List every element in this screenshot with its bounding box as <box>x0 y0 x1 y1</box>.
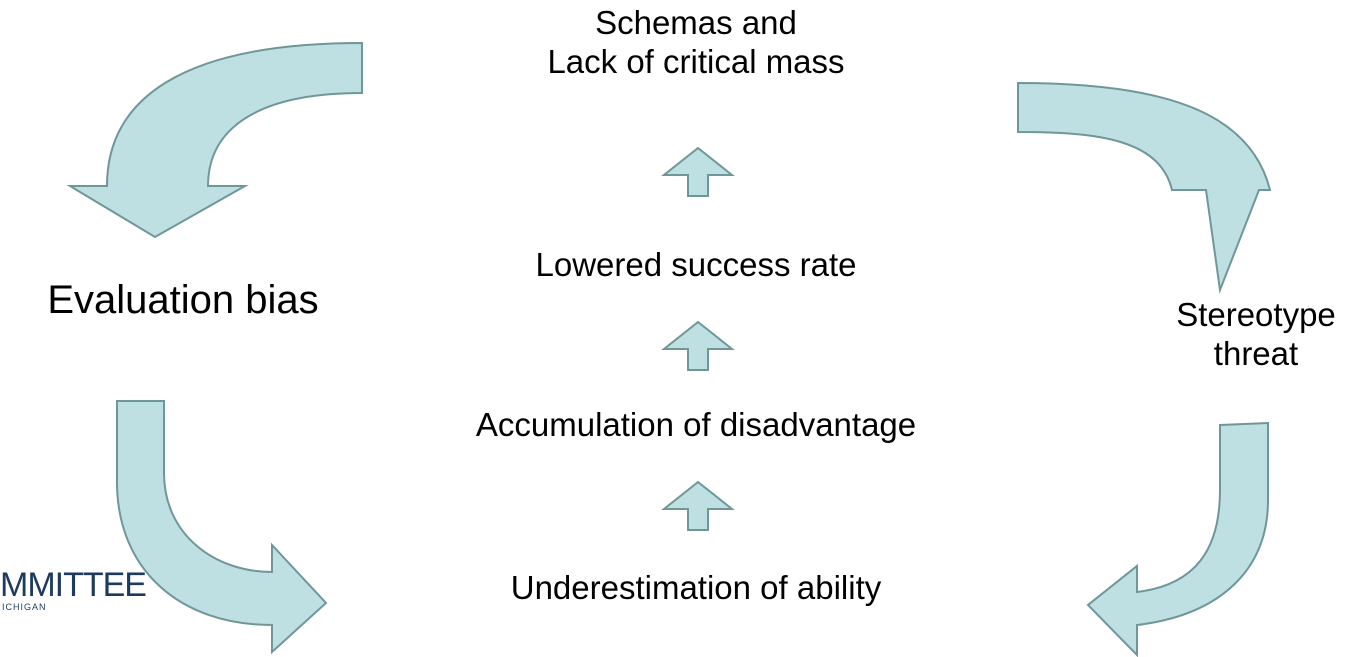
logo-line1: MMITTEE <box>0 566 147 604</box>
up-arrow-1 <box>661 146 735 197</box>
node-lowered-success-rate: Lowered success rate <box>446 246 946 285</box>
up-arrow-2 <box>661 320 735 371</box>
node-schemas-line1: Schemas and <box>595 4 797 41</box>
curved-arrow-top-right <box>1017 81 1272 294</box>
node-stereotype-line1: Stereotype <box>1176 296 1336 333</box>
node-schemas: Schemas and Lack of critical mass <box>446 4 946 82</box>
logo-line2: ICHIGAN <box>2 602 47 612</box>
curved-arrow-bottom-right <box>1086 421 1269 657</box>
node-evaluation-bias: Evaluation bias <box>18 277 348 324</box>
up-arrow-3 <box>661 480 735 531</box>
committee-logo: MMITTEE ICHIGAN <box>0 566 147 612</box>
node-lowered-success-rate-label: Lowered success rate <box>535 246 857 283</box>
node-stereotype-line2: threat <box>1213 334 1299 372</box>
node-accumulation: Accumulation of disadvantage <box>386 406 1006 445</box>
node-evaluation-bias-label: Evaluation bias <box>47 278 319 322</box>
curved-arrow-top-left <box>66 41 363 239</box>
node-underestimation-label: Underestimation of ability <box>510 569 882 606</box>
node-accumulation-label: Accumulation of disadvantage <box>475 406 917 443</box>
curved-arrow-bottom-left <box>116 400 328 655</box>
node-underestimation: Underestimation of ability <box>446 569 946 608</box>
node-stereotype-threat: Stereotype threat <box>1160 296 1352 374</box>
node-schemas-line2: Lack of critical mass <box>547 42 845 80</box>
